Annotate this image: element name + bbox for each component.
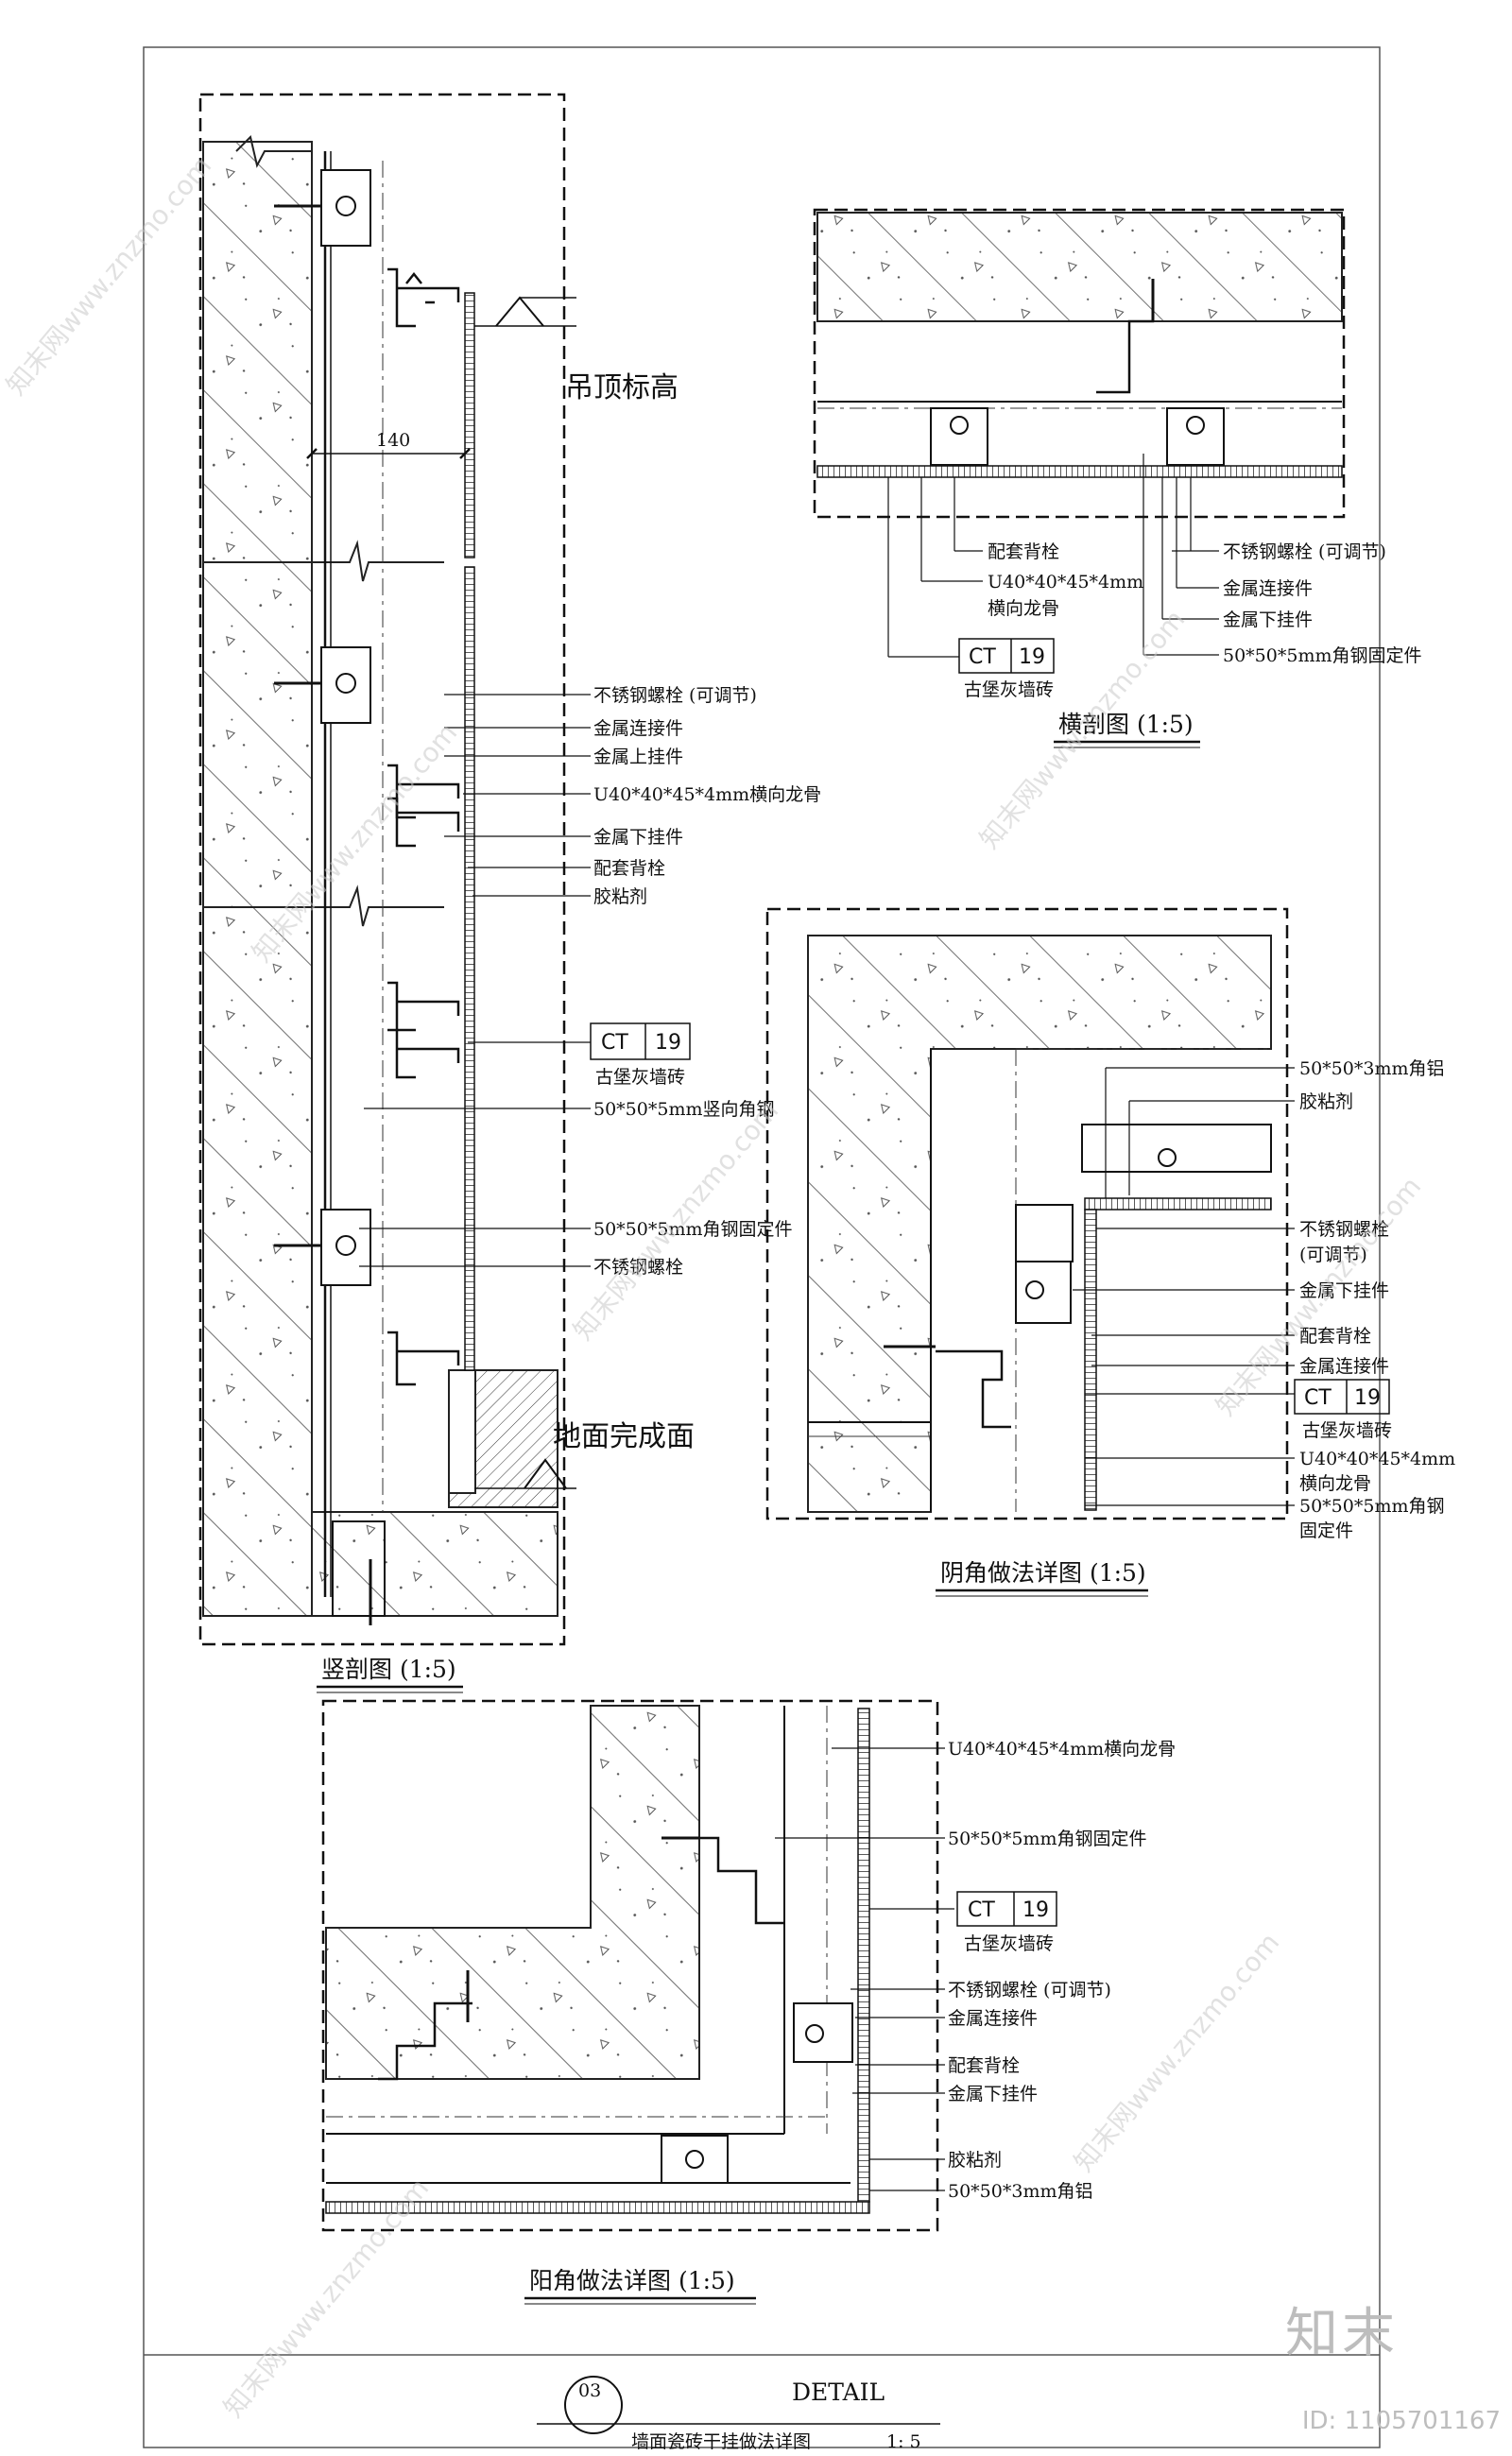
tile-panel [816,465,1343,478]
label-adhesive: 胶粘剂 [593,886,647,907]
wall-tile-panel [464,566,475,1371]
label-adhesive: 胶粘剂 [948,2150,1002,2171]
floor-finish-label: 地面完成面 [553,1420,695,1453]
svg-text:19: 19 [1354,1386,1381,1410]
label-angle-fixing: 50*50*5mm角钢固定件 [593,1219,792,1240]
sheet-border [143,46,1381,2448]
label-back-bolt: 配套背栓 [1299,1326,1371,1347]
label-keel: 横向龙骨 [988,598,1059,619]
label-lower-hanger: 金属下挂件 [1223,610,1313,630]
tile-panel-vertical [1084,1209,1097,1511]
label-back-bolt: 配套背栓 [988,541,1059,562]
svg-text:19: 19 [1022,1898,1049,1922]
hanger-clips [387,267,460,1386]
tile-panel-horizontal [1084,1197,1272,1211]
horizontal-section-title: 横剖图 (1:5) [1058,711,1194,738]
label-keel-size: U40*40*45*4mm [988,572,1143,593]
svg-text:知末网www.znzmo.com: 知末网www.znzmo.com [0,150,217,401]
label-bolt: 不锈钢螺栓 (可调节) [948,1980,1111,2001]
label-connector: 金属连接件 [1299,1356,1389,1377]
angle-fixing-plate [274,169,371,247]
floor-slab [311,1511,558,1617]
outer-corner-title: 阳角做法详图 (1:5) [529,2267,735,2294]
label-angle-fixing: 50*50*5mm角钢固定件 [948,1829,1146,1849]
concrete-wall [202,141,313,1617]
tile-tag-ct19: CT 19 [590,1022,691,1060]
label-bolt: 不锈钢螺栓 [1299,1219,1389,1240]
svg-text:CT: CT [601,1031,628,1055]
label-angle-steel: 50*50*5mm角钢 [1299,1496,1444,1517]
label-vertical-angle: 50*50*5mm竖向角钢 [593,1099,774,1120]
label-tile: 古堡灰墙砖 [964,679,1054,700]
label-adhesive: 胶粘剂 [1299,1091,1353,1112]
concrete-wall [325,1705,700,2080]
label-tile: 古堡灰墙砖 [1302,1420,1392,1441]
horizontal-section-frame [813,208,1346,519]
vertical-section: 140 吊顶标高 地面完成面 不锈钢螺栓 (可调节) 金属连接件 金属上挂件 U… [198,93,821,1693]
label-keel: U40*40*45*4mm横向龙骨 [593,784,821,805]
svg-text:19: 19 [1019,645,1045,669]
label-lower-hanger: 金属下挂件 [1299,1280,1389,1301]
label-ss-bolt: 不锈钢螺栓 [593,1257,683,1278]
label-keel-size: U40*40*45*4mm [1299,1449,1455,1469]
vertical-section-title: 竖剖图 (1:5) [321,1656,456,1683]
label-connector: 金属连接件 [948,2008,1038,2029]
brand-watermark: 知末 [1285,2303,1399,2364]
label-aluminium-angle: 50*50*3mm角铝 [1299,1058,1444,1079]
label-bolt-note: (可调节) [1299,1245,1367,1265]
inner-corner-title: 阴角做法详图 (1:5) [940,1559,1146,1587]
tile-panel-vertical [857,1708,870,2203]
inner-corner-detail: 50*50*3mm角铝 胶粘剂 不锈钢螺栓 (可调节) 金属下挂件 配套背栓 金… [765,907,1455,1597]
label-connector: 金属连接件 [593,718,683,739]
label-bolt: 不锈钢螺栓 (可调节) [1223,541,1386,562]
ceiling-level-label: 吊顶标高 [565,371,679,404]
outer-corner-frame [321,1699,939,2232]
hanger-right [1166,407,1225,466]
inner-corner-frame [765,907,1289,1520]
horizontal-section: 配套背栓 U40*40*45*4mm 横向龙骨 不锈钢螺栓 (可调节) 金属连接… [813,208,1421,748]
title-subtitle: 墙面瓷砖干挂做法详图 [631,2431,811,2452]
label-keel: 横向龙骨 [1299,1473,1371,1494]
ceiling-panel [464,292,475,558]
hanger-left [930,407,988,466]
outer-corner-detail: U40*40*45*4mm横向龙骨 50*50*5mm角钢固定件 CT 19 古… [321,1699,1176,2305]
svg-text:CT: CT [968,1898,995,1922]
svg-text:知末网www.znzmo.com: 知末网www.znzmo.com [1068,1927,1285,2177]
tile-tag-ct19: CT 19 [956,1891,1057,1927]
label-lower-hanger: 金属下挂件 [948,2084,1038,2104]
title-scale: 1: 5 [886,2431,921,2452]
title-block: 03 DETAIL 墙面瓷砖干挂做法详图 1: 5 [537,2376,940,2452]
drawing-number-circle [564,2376,623,2434]
label-aluminium-angle: 50*50*3mm角铝 [948,2181,1092,2202]
label-keel: U40*40*45*4mm横向龙骨 [948,1739,1176,1760]
tile-panel-horizontal [325,2201,870,2214]
concrete-wall [816,212,1343,322]
title-heading: DETAIL [792,2379,885,2406]
svg-text:19: 19 [655,1031,681,1055]
label-tile: 古堡灰墙砖 [595,1067,685,1088]
svg-text:CT: CT [969,645,996,669]
label-upper-hanger: 金属上挂件 [593,747,683,767]
label-lower-hanger: 金属下挂件 [593,827,683,848]
label-tile: 古堡灰墙砖 [964,1933,1054,1954]
label-back-bolt: 配套背栓 [593,858,665,879]
label-bolt: 不锈钢螺栓 (可调节) [593,685,757,706]
drawing-number: 03 [578,2380,601,2401]
label-back-bolt: 配套背栓 [948,2055,1020,2076]
tile-tag-ct19: CT 19 [958,638,1055,674]
vertical-section-frame [198,93,566,1646]
label-connector: 金属连接件 [1223,578,1313,599]
tile-tag-ct19: CT 19 [1294,1379,1390,1415]
image-id: ID: 1105701167 [1301,2407,1501,2435]
label-angle-fixing: 50*50*5mm角钢固定件 [1223,645,1421,666]
label-angle-fixing: 固定件 [1299,1520,1353,1541]
dimension-140: 140 [376,430,410,451]
svg-text:CT: CT [1304,1386,1332,1410]
